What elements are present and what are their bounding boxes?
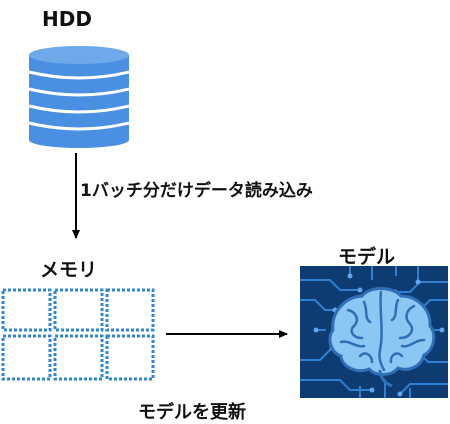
hdd-label: HDD: [42, 7, 92, 31]
load-step-label: 1バッチ分だけデータ読み込み: [80, 181, 313, 201]
model-label: モデル: [338, 246, 396, 268]
update-step-label: モデルを更新: [138, 402, 246, 423]
memory-label: メモリ: [40, 259, 98, 281]
memory-grid-icon: [1, 288, 155, 381]
database-icon: [28, 46, 130, 148]
brain-circuit-icon: [300, 266, 448, 398]
